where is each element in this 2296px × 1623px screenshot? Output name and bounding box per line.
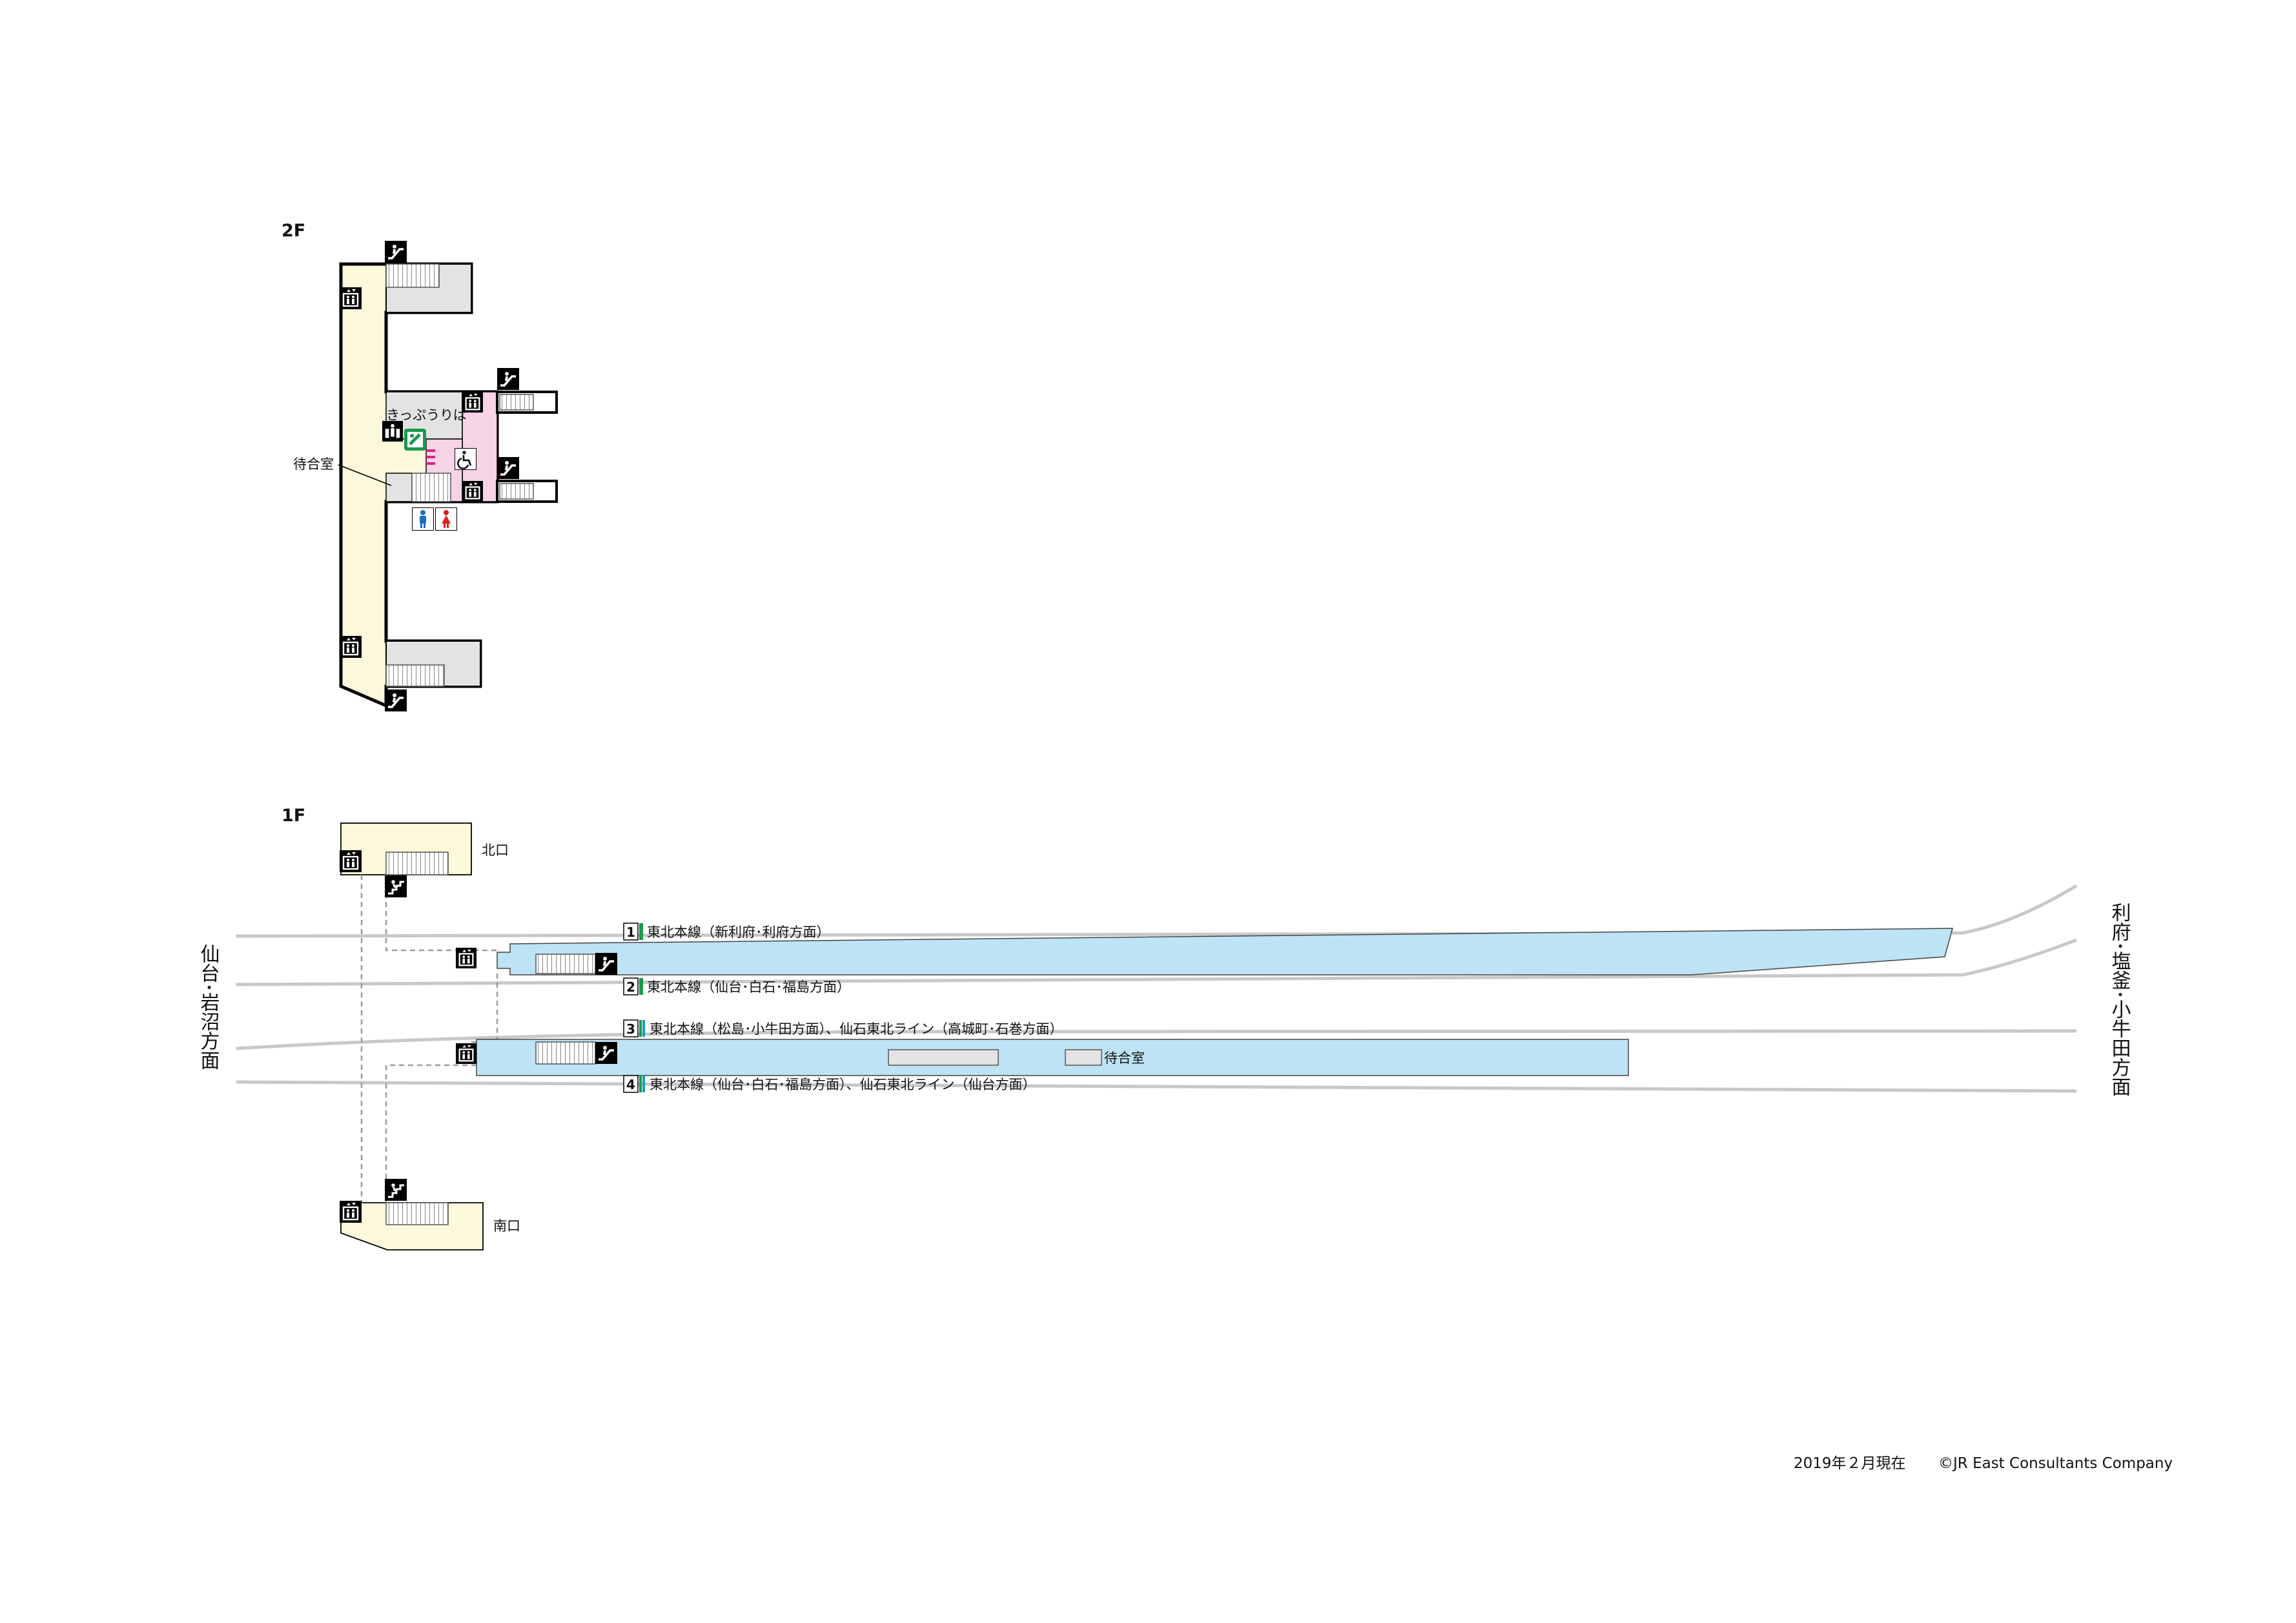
stairs-south-exit [385,1202,449,1225]
elevator-icon [340,1201,362,1223]
stairs-east-upper [499,394,534,411]
platform-2-color-bar [639,978,643,995]
track-3 [236,1029,2077,1050]
escalator-icon [595,1042,617,1064]
platform-3-label: 東北本線（松島･小牛田方面）、仙石東北ライン（高城町･石巻方面） [650,1021,1063,1037]
platform-island-3-4 [476,1039,1629,1076]
stairs-icon [385,875,407,897]
elevator-icon [340,850,362,872]
platform-1-color-bar [639,923,643,940]
platform-waiting-room [1065,1049,1102,1066]
north-exit-label: 北口 [482,842,509,858]
track-4 [236,1080,2077,1093]
information-icon [404,429,426,451]
platform-2-number: 2 [626,979,635,995]
south-exit-label: 南口 [493,1218,520,1234]
escalator-icon [595,953,617,975]
ticket-gates [426,449,435,465]
track-1 [236,884,2078,938]
platform-4-label: 東北本線（仙台･白石･福島方面）、仙石東北ライン（仙台方面） [650,1077,1036,1092]
stairs-platform-3-4 [535,1041,596,1065]
platform-3-tag: 3 東北本線（松島･小牛田方面）、仙石東北ライン（高城町･石巻方面） [623,1019,1063,1037]
platform-island-1-2 [497,928,1953,975]
escalator-icon [497,457,519,479]
accessible-icon [455,448,477,470]
direction-right: 利府･塩釜･小牛田方面 [2108,903,2131,1096]
stairs-north-exit [385,852,449,875]
track-2 [236,938,2077,986]
stairs-east-lower [499,483,534,500]
floor-label-2f: 2F [282,221,305,241]
platform-3-color-bar-a [639,1020,642,1037]
footer-copyright: ©JR East Consultants Company [1938,1455,2173,1472]
platform-3-color-bar-b [642,1020,645,1037]
platform-shelter [888,1049,999,1066]
direction-left: 仙台･岩沼方面 [197,944,220,1070]
escalator-icon [385,689,407,711]
platform-4-tag: 4 東北本線（仙台･白石･福島方面）、仙石東北ライン（仙台方面） [623,1075,1036,1093]
platform-4-number: 4 [626,1077,635,1092]
stairs-central-2f [411,473,451,502]
waiting-room-2f [385,473,413,502]
platform-waiting-room-label: 待合室 [1104,1050,1145,1066]
waiting-room-leader-2f [338,464,392,486]
elevator-icon [456,948,477,968]
waiting-room-label-2f: 待合室 [293,456,334,472]
platform-1-tag: 1 東北本線（新利府･利府方面） [623,923,830,941]
platform-2-tag: 2 東北本線（仙台･白石･福島方面） [623,977,850,995]
elevator-icon [456,1043,477,1064]
restroom-female-icon [435,507,457,531]
platform-4-color-bar-a [639,1076,642,1092]
escalator-icon [385,241,407,263]
restroom-male-icon [412,507,434,531]
stairs-south-2f [385,664,445,687]
platform-2-label: 東北本線（仙台･白石･福島方面） [647,979,850,995]
escalator-icon [497,368,519,390]
footer-date: 2019年２月現在 [1794,1455,1906,1472]
platform-1-label: 東北本線（新利府･利府方面） [647,924,830,940]
platform-1-number: 1 [626,924,635,940]
ticket-office-label: きっぷうりば [386,407,467,423]
floor-label-1f: 1F [282,806,305,826]
stairs-icon [385,1179,407,1201]
tracks [236,884,2078,1093]
elevator-icon [340,287,362,309]
stairs-platform-1-2 [535,954,596,974]
elevator-icon [340,636,362,658]
elevator-icon [462,392,483,413]
platform-3-number: 3 [626,1021,635,1037]
stairs-north-2f [385,263,440,288]
elevator-icon [462,481,483,502]
upper-floor-plan [339,262,558,708]
platform-4-color-bar-b [642,1076,645,1092]
ticket-gate-icon [382,421,403,442]
